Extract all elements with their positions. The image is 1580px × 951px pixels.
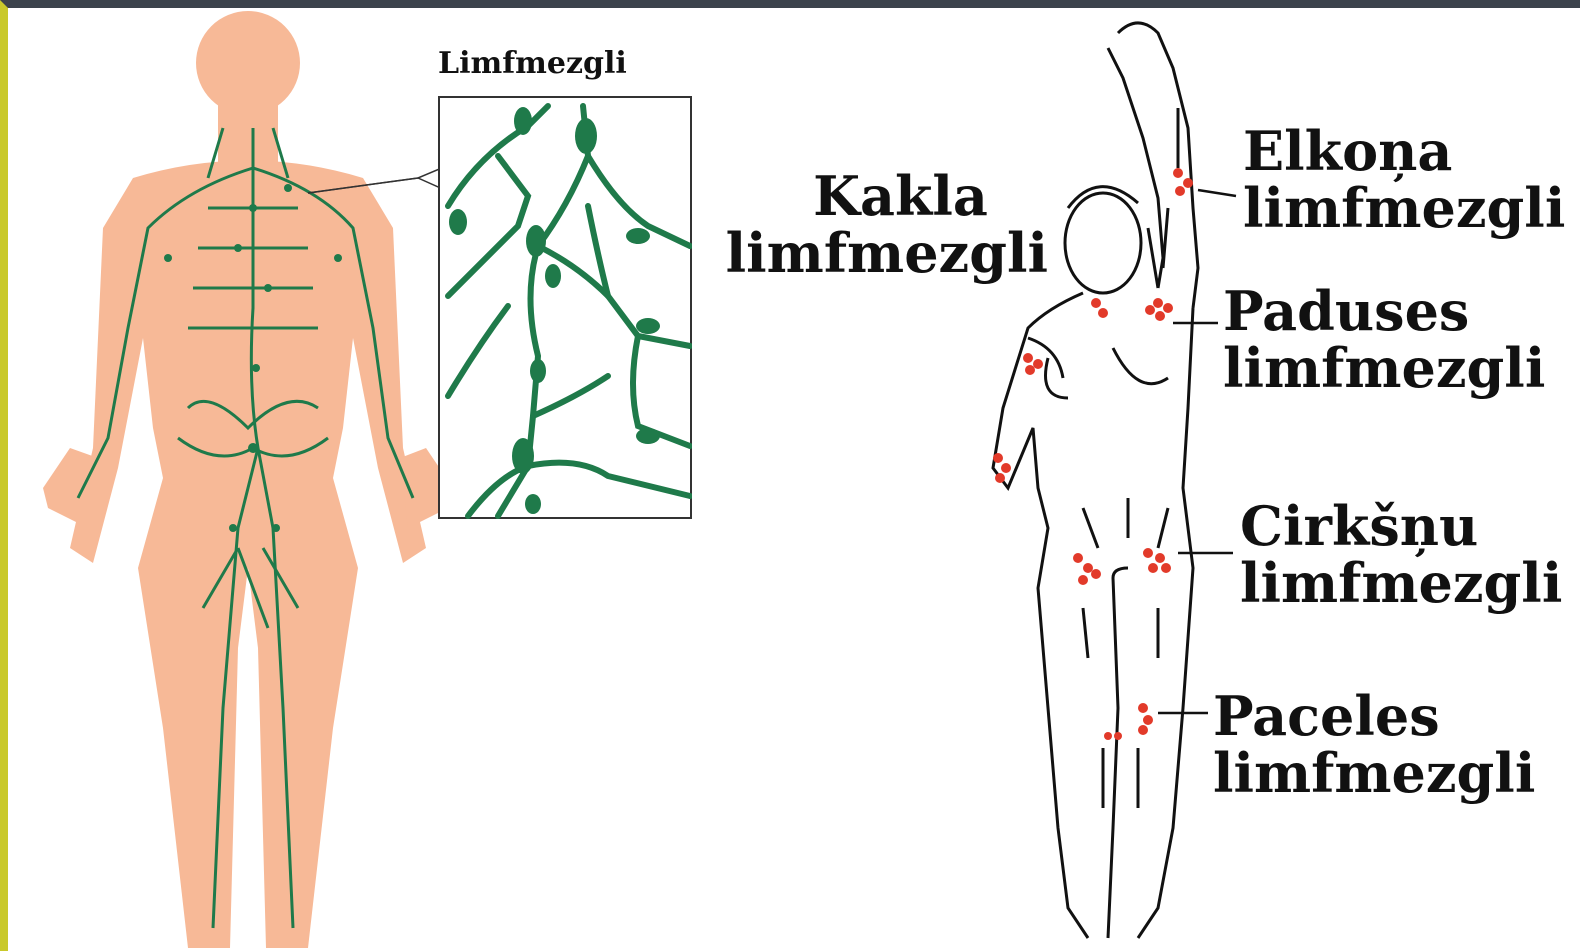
- elbow-label-line1: Elkoņa: [1243, 123, 1565, 180]
- neck-label-line2: limfmezgli: [723, 225, 1048, 282]
- neck-lymph-nodes-label: Kakla limfmezgli: [723, 168, 1048, 281]
- armpit-lymph-nodes-label: Paduses limfmezgli: [1223, 283, 1545, 396]
- neck-label-line1: Kakla: [723, 168, 1048, 225]
- groin-lymph-nodes-label: Cirkšņu limfmezgli: [1240, 498, 1562, 611]
- knee-label-line2: limfmezgli: [1213, 745, 1535, 802]
- armpit-label-line1: Paduses: [1223, 283, 1545, 340]
- groin-label-line1: Cirkšņu: [1240, 498, 1562, 555]
- elbow-label-line2: limfmezgli: [1243, 180, 1565, 237]
- groin-label-line2: limfmezgli: [1240, 555, 1562, 612]
- armpit-label-line2: limfmezgli: [1223, 340, 1545, 397]
- elbow-lymph-nodes-label: Elkoņa limfmezgli: [1243, 123, 1565, 236]
- knee-lymph-nodes-label: Paceles limfmezgli: [1213, 688, 1535, 801]
- knee-label-line1: Paceles: [1213, 688, 1535, 745]
